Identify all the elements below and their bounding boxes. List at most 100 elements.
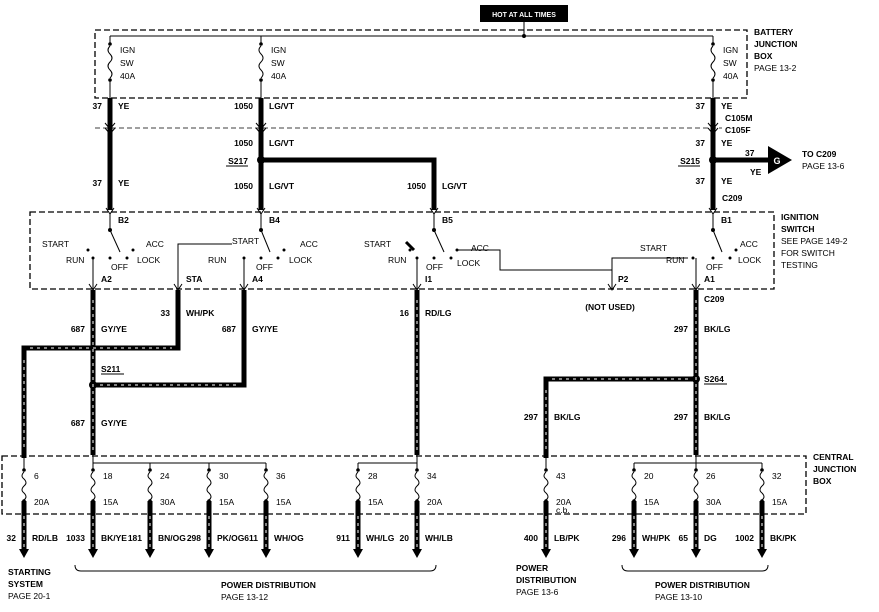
dest-starting-2: SYSTEM bbox=[8, 579, 43, 589]
output-color-298: PK/OG bbox=[217, 533, 245, 543]
output-num-911: 911 bbox=[336, 533, 350, 543]
wire-b-num: 33 bbox=[161, 308, 171, 318]
wire-w3b-num: 37 bbox=[696, 138, 706, 148]
fuse-34: 34 20A bbox=[414, 463, 442, 507]
ign-fuse-2: IGN SW 40A bbox=[258, 36, 286, 98]
svg-text:START: START bbox=[640, 243, 667, 253]
wire-e-num: 297 bbox=[674, 324, 688, 334]
fuse-amp-30: 15A bbox=[219, 497, 234, 507]
wire-out-color: YE bbox=[750, 167, 762, 177]
fuse-num-36: 36 bbox=[276, 471, 286, 481]
svg-text:ACC: ACC bbox=[146, 239, 164, 249]
c105m-label: C105M bbox=[725, 113, 752, 123]
hot-at-all-times-badge bbox=[480, 5, 568, 22]
battery-box-title-3: BOX bbox=[754, 51, 773, 61]
wire-out-num: 37 bbox=[745, 148, 755, 158]
wire-f-num: 687 bbox=[71, 418, 85, 428]
wire-w2c-num: 1050 bbox=[234, 181, 253, 191]
svg-text:RUN: RUN bbox=[666, 255, 684, 265]
dest-power1-2: PAGE 13-12 bbox=[221, 592, 268, 602]
svg-text:ACC: ACC bbox=[300, 239, 318, 249]
output-num-20: 20 bbox=[400, 533, 410, 543]
central-box-title-3: BOX bbox=[813, 476, 832, 486]
ign-fuse-1-l3: 40A bbox=[120, 71, 135, 81]
wire-w2-color: LG/VT bbox=[269, 101, 295, 111]
to-c209-line2: PAGE 13-6 bbox=[802, 161, 845, 171]
fuse-amp-26: 30A bbox=[706, 497, 721, 507]
output-wire-298: 298 PK/OG bbox=[187, 501, 245, 558]
output-num-298: 298 bbox=[187, 533, 201, 543]
output-num-400: 400 bbox=[524, 533, 538, 543]
fuse-amp-6: 20A bbox=[34, 497, 49, 507]
fuse-num-6: 6 bbox=[34, 471, 39, 481]
output-color-911: WH/LG bbox=[366, 533, 395, 543]
ign-fuse-1-l2: SW bbox=[120, 58, 134, 68]
output-color-400: LB/PK bbox=[554, 533, 580, 543]
to-c209-line1: TO C209 bbox=[802, 149, 837, 159]
fuse-num-34: 34 bbox=[427, 471, 437, 481]
pin-b4: B4 bbox=[269, 215, 280, 225]
pin-i1: I1 bbox=[425, 274, 432, 284]
pin-sta: STA bbox=[186, 274, 202, 284]
ign-fuse-2-l3: 40A bbox=[271, 71, 286, 81]
fuse-amp-34: 20A bbox=[427, 497, 442, 507]
output-num-1002: 1002 bbox=[735, 533, 754, 543]
output-color-65: DG bbox=[704, 533, 717, 543]
fuse-num-24: 24 bbox=[160, 471, 170, 481]
wire-c-num: 687 bbox=[222, 324, 236, 334]
wire-w1-num: 37 bbox=[93, 101, 103, 111]
output-num-65: 65 bbox=[679, 533, 689, 543]
svg-text:LOCK: LOCK bbox=[137, 255, 160, 265]
ign-fuse-2-l2: SW bbox=[271, 58, 285, 68]
svg-text:ACC: ACC bbox=[740, 239, 758, 249]
switch-top-pins bbox=[105, 207, 718, 230]
c209-top-label: C209 bbox=[722, 193, 743, 203]
wire-d-num: 16 bbox=[400, 308, 410, 318]
ign-switch-title-5: TESTING bbox=[781, 260, 818, 270]
dest-power2-2: DISTRIBUTION bbox=[516, 575, 576, 585]
fuse-num-18: 18 bbox=[103, 471, 113, 481]
fuse-num-43: 43 bbox=[556, 471, 566, 481]
wire-w1c-color: YE bbox=[118, 178, 130, 188]
fuse-36: 36 15A bbox=[263, 463, 291, 507]
fuse-num-30: 30 bbox=[219, 471, 229, 481]
ign-switch-title-2: SWITCH bbox=[781, 224, 815, 234]
wire-f-color: GY/YE bbox=[101, 418, 127, 428]
dest-power2-1: POWER bbox=[516, 563, 548, 573]
destination-brackets bbox=[74, 564, 769, 572]
svg-text:LOCK: LOCK bbox=[738, 255, 761, 265]
wire-c-color: GY/YE bbox=[252, 324, 278, 334]
wire-w3c-num: 37 bbox=[696, 176, 706, 186]
wire-w1c-num: 37 bbox=[93, 178, 103, 188]
switch-section-1: START RUN OFF ACC LOCK bbox=[42, 228, 164, 289]
central-box-title-1: CENTRAL bbox=[813, 452, 854, 462]
wire-w1-color: YE bbox=[118, 101, 130, 111]
mid-wires bbox=[21, 290, 700, 458]
ign-fuse-1-l1: IGN bbox=[120, 45, 135, 55]
c105f-label: C105F bbox=[725, 125, 751, 135]
fuse-num-26: 26 bbox=[706, 471, 716, 481]
wire-w2b-num: 1050 bbox=[234, 138, 253, 148]
output-color-611: WH/OG bbox=[274, 533, 304, 543]
ign-switch-title-3: SEE PAGE 149-2 bbox=[781, 236, 848, 246]
pin-a4: A4 bbox=[252, 274, 263, 284]
wire-a-color: GY/YE bbox=[101, 324, 127, 334]
fuse-amp-43: 20A bbox=[556, 497, 571, 507]
fuse-amp-36: 15A bbox=[276, 497, 291, 507]
dest-power1-1: POWER DISTRIBUTION bbox=[221, 580, 316, 590]
battery-junction-box bbox=[94, 29, 748, 99]
upper-wires bbox=[104, 98, 770, 210]
output-wire-400: 400 LB/PK bbox=[524, 501, 580, 558]
dest-starting-3: PAGE 20-1 bbox=[8, 591, 51, 601]
wire-h-num: 297 bbox=[674, 412, 688, 422]
s264-label: S264 bbox=[704, 374, 724, 384]
svg-text:RUN: RUN bbox=[388, 255, 406, 265]
fuse-num-28: 28 bbox=[368, 471, 378, 481]
dest-power3-2: PAGE 13-10 bbox=[655, 592, 702, 602]
s211-label: S211 bbox=[101, 364, 121, 374]
